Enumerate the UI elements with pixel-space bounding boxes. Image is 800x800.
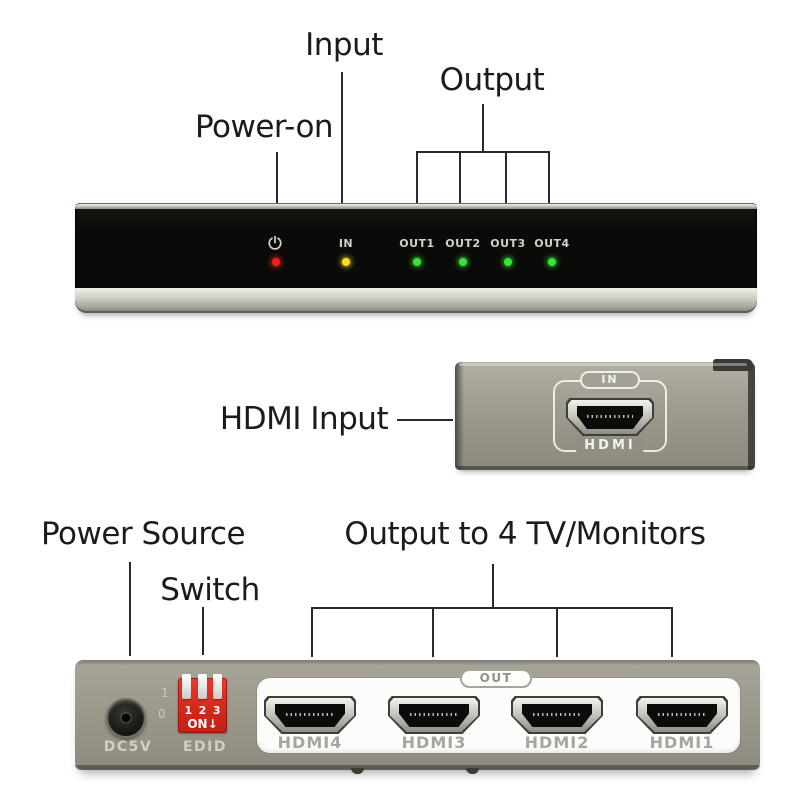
switch-annotation: Switch	[160, 572, 260, 608]
power-led-red	[272, 258, 280, 266]
hdmi1-label: HDMI1	[649, 733, 715, 752]
power-source-leader-line	[129, 562, 131, 656]
dc5v-label: DC5V	[103, 739, 153, 755]
dc-power-jack	[106, 698, 146, 738]
in-badge: IN	[580, 371, 640, 389]
edid-label: EDID	[182, 739, 228, 755]
dip-on-label: ON↓	[187, 717, 218, 731]
dip-position-0-marker: 0	[158, 707, 166, 721]
hdmi-port-2	[511, 696, 603, 734]
monitors-leader-stem	[492, 564, 494, 609]
front-black-face	[77, 209, 755, 288]
output-bracket-line-2	[459, 151, 461, 204]
power-icon	[267, 235, 283, 251]
input-annotation: Input	[305, 27, 383, 63]
switch-leader-line	[202, 607, 204, 655]
front-out1-label: OUT1	[399, 237, 435, 250]
output-led-green-1	[413, 258, 421, 266]
dip-slider-3	[213, 674, 222, 699]
dip-number-1: 1	[184, 704, 193, 717]
hdmi2-label: HDMI2	[524, 733, 590, 752]
hdmi-input-leader-line	[397, 419, 453, 421]
dip-number-2: 2	[198, 704, 207, 717]
front-out2-label: OUT2	[445, 237, 481, 250]
dip-number-3: 3	[212, 704, 221, 717]
hdmi-port-4	[264, 696, 356, 734]
rear-bottom-edge	[75, 765, 760, 770]
input-leader-line	[341, 72, 343, 203]
power-on-leader-line	[276, 152, 278, 203]
output-annotation: Output	[439, 62, 545, 98]
power-on-annotation: Power-on	[194, 109, 334, 145]
input-led-yellow	[342, 258, 350, 266]
output-leader-stem	[482, 104, 484, 152]
edid-dip-switch: 1 2 3 ON↓	[178, 674, 227, 733]
output-bracket-line-3	[505, 151, 507, 204]
output-led-green-3	[504, 258, 512, 266]
hdmi-input-annotation: HDMI Input	[219, 401, 389, 437]
hdmi4-label: HDMI4	[277, 733, 343, 752]
hdmi-port-3	[388, 696, 480, 734]
monitors-bracket-line-1	[311, 607, 313, 657]
hdmi3-label: HDMI3	[401, 733, 467, 752]
side-top-highlight	[459, 363, 747, 366]
side-top-flap	[713, 359, 753, 371]
device-foot-left	[351, 768, 364, 774]
output-led-green-2	[459, 258, 467, 266]
monitors-bracket-line-2	[432, 607, 434, 657]
side-left-edge	[455, 362, 464, 470]
front-in-label: IN	[338, 237, 354, 250]
monitors-bracket-line-3	[556, 607, 558, 657]
output-bracket-bar	[416, 151, 550, 153]
output-led-green-4	[548, 258, 556, 266]
monitors-bracket-bar	[311, 607, 673, 609]
power-source-annotation: Power Source	[40, 516, 246, 552]
front-panel-device	[75, 203, 757, 313]
hdmi-port-pins	[286, 713, 334, 716]
front-bottom-bezel	[75, 288, 757, 313]
side-right-edge	[748, 362, 755, 470]
output-monitors-annotation: Output to 4 TV/Monitors	[344, 516, 706, 552]
front-out3-label: OUT3	[490, 237, 526, 250]
hdmi-caption: HDMI	[576, 438, 644, 453]
output-bracket-line-1	[416, 151, 418, 204]
hdmi-port-pins	[658, 713, 706, 716]
hdmi-input-port	[566, 398, 654, 436]
side-bottom-edge	[455, 466, 755, 470]
out-badge: OUT	[460, 669, 532, 688]
dip-slider-1	[182, 674, 191, 699]
dip-number-row: 1 2 3	[178, 704, 227, 717]
dip-position-1-marker: 1	[161, 686, 169, 700]
hdmi-port-pins	[533, 713, 581, 716]
hdmi-port-pins	[410, 713, 458, 716]
dip-slider-2	[198, 674, 207, 699]
front-out4-label: OUT4	[534, 237, 570, 250]
output-bracket-line-4	[548, 151, 550, 204]
device-foot-right	[466, 768, 479, 774]
monitors-bracket-line-4	[671, 607, 673, 657]
dc-jack-pin	[120, 712, 132, 724]
hdmi-port-1	[636, 696, 728, 734]
front-top-bezel	[75, 203, 757, 209]
hdmi-port-pins	[587, 415, 633, 418]
